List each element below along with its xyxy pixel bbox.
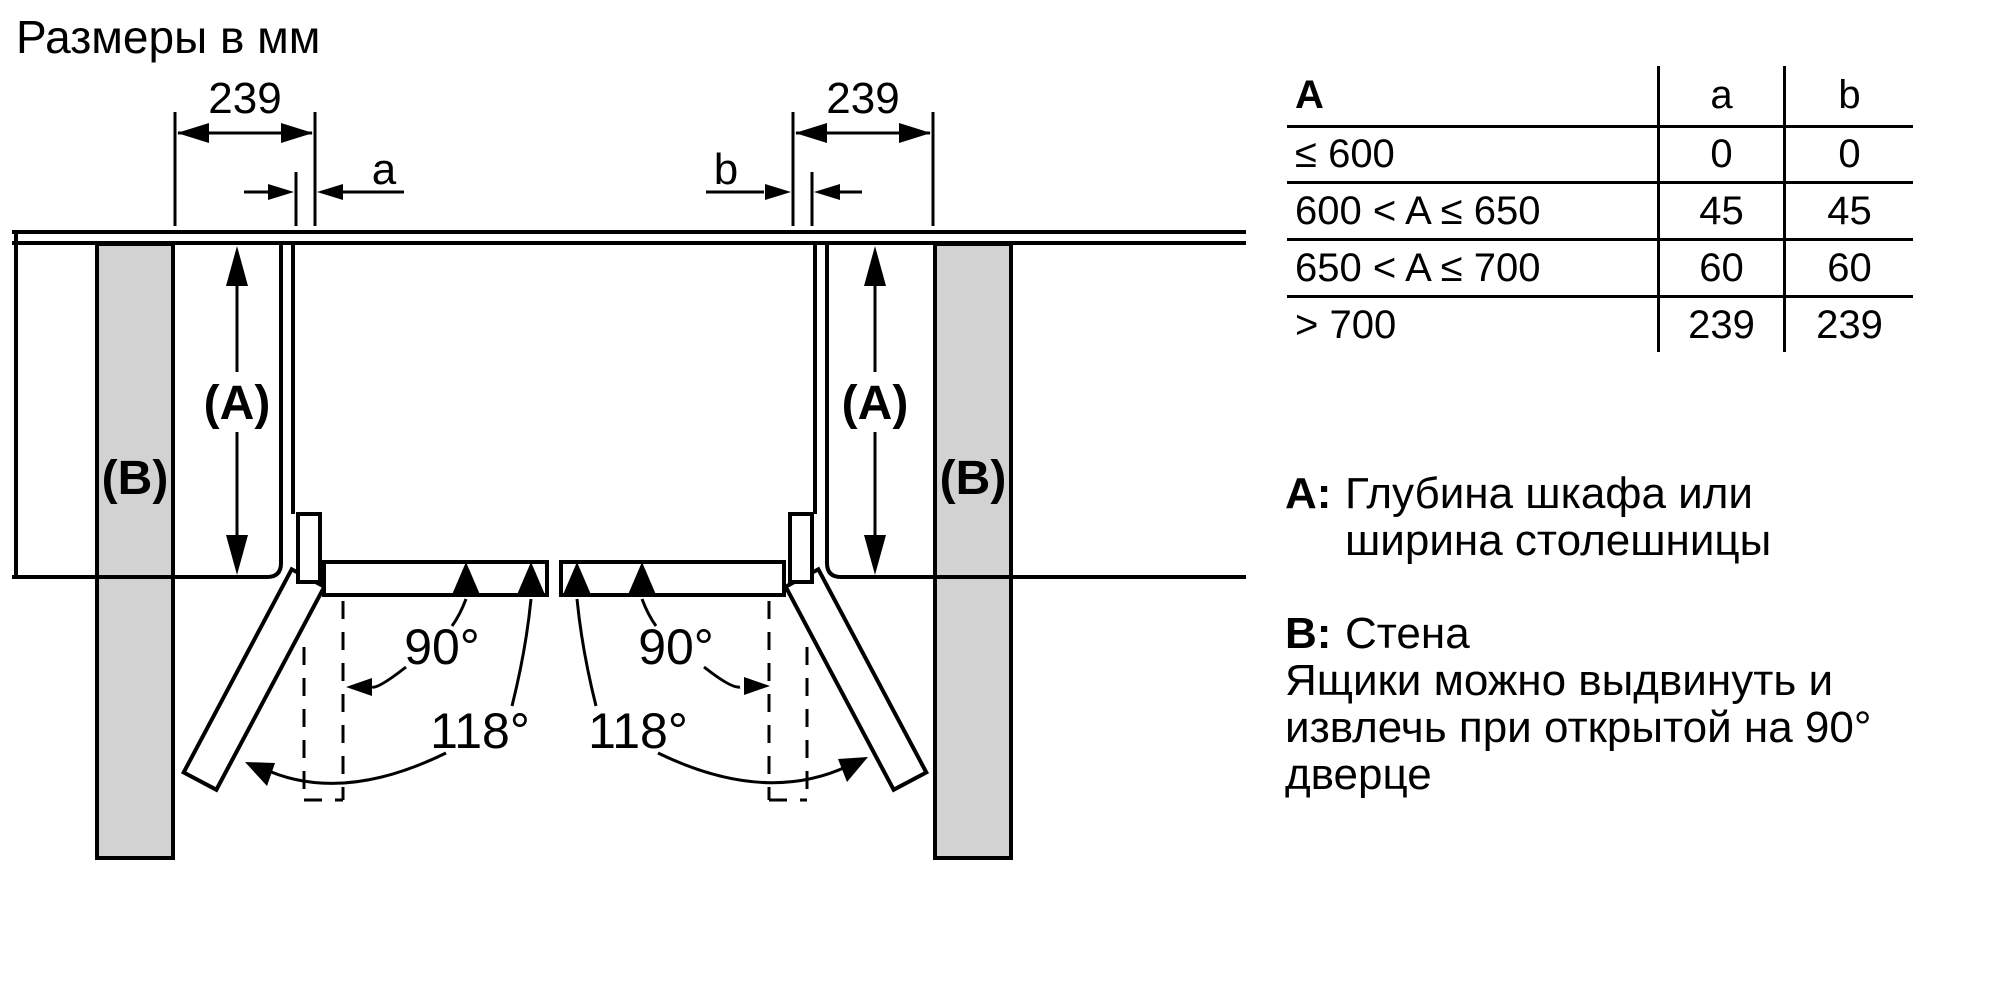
wall-label-right: (B): [940, 452, 1007, 505]
dimension-b: [706, 172, 862, 226]
arrow-90-left: [346, 665, 407, 696]
legend-b-line: B: Стена: [1285, 610, 1470, 657]
legend-note-line1: Ящики можно выдвинуть и: [1285, 656, 1834, 705]
cabinet-label-right: (A): [842, 377, 909, 430]
arrow-90-right: [703, 665, 770, 695]
gap-a-label: a: [372, 145, 397, 194]
legend-b-key: B:: [1285, 609, 1332, 658]
door-90deg-dashed-left: [302, 601, 345, 802]
cabinet-left-outline: [12, 244, 283, 579]
angle-118-left-label: 118°: [430, 703, 530, 759]
angle-118-right-label: 118°: [588, 703, 688, 759]
legend-note-line2: извлечь при открытой на 90°: [1285, 703, 1872, 752]
depth-arrow-left: [226, 246, 248, 575]
wall-strip-right: [933, 242, 1013, 860]
table-cell-b: 45: [1783, 184, 1913, 241]
table-cell-range: ≤ 600: [1287, 128, 1657, 184]
installation-diagram: 239 239 a b (A) (A) (B) (B) 90° 90° 118°…: [12, 74, 1246, 860]
table-cell-a: 60: [1657, 241, 1783, 298]
table-header-a: a: [1657, 66, 1783, 128]
table-cell-a: 45: [1657, 184, 1783, 241]
legend-note-line3: дверце: [1285, 750, 1432, 799]
hinge-block-left: [296, 512, 322, 584]
table-cell-a: 239: [1657, 298, 1783, 352]
table-cell-range: 650 < A ≤ 700: [1287, 241, 1657, 298]
closed-door-left: [322, 560, 549, 597]
arc-118-right: [657, 751, 868, 785]
clearance-table: A a b ≤ 600 0 0 600 < A ≤ 650 45 45 650 …: [1287, 66, 1913, 352]
dim-239-left-label: 239: [208, 74, 281, 123]
arc-118-left: [245, 751, 447, 786]
table-cell-b: 239: [1783, 298, 1913, 352]
angle-90-right-label: 90°: [638, 619, 714, 675]
table-cell-b: 0: [1783, 128, 1913, 184]
wall-label-left: (B): [102, 452, 169, 505]
back-wall-lines: [12, 230, 1246, 245]
door-angle-leaders: [450, 562, 658, 707]
dimension-239-right: [791, 112, 935, 226]
table-cell-a: 0: [1657, 128, 1783, 184]
page-title: Размеры в мм: [16, 11, 321, 63]
legend-a-line1: A: Глубина шкафа или: [1285, 470, 1753, 517]
legend-a-line2: ширина столешницы: [1285, 517, 1771, 564]
table-header-b: b: [1783, 66, 1913, 128]
angle-90-left-label: 90°: [404, 619, 480, 675]
legend-b-text: Стена: [1345, 609, 1470, 658]
hinge-block-right: [788, 512, 814, 584]
cabinet-right-outline: [825, 244, 1246, 579]
dimension-a: [244, 172, 404, 226]
dimension-239-left: [173, 112, 317, 226]
depth-arrow-right: [864, 246, 886, 575]
table-cell-range: > 700: [1295, 302, 1397, 347]
gap-b-label: b: [714, 145, 738, 194]
legend-a-text1: Глубина шкафа или: [1345, 469, 1754, 518]
legend-a-text2: ширина столешницы: [1345, 516, 1772, 565]
table-header-A: A: [1287, 66, 1657, 128]
closed-door-right: [559, 560, 786, 597]
legend-a-key: A:: [1285, 469, 1332, 518]
dim-239-right-label: 239: [826, 74, 899, 123]
table-cell-range: 600 < A ≤ 650: [1287, 184, 1657, 241]
table-cell-b: 60: [1783, 241, 1913, 298]
door-90deg-dashed-right: [767, 601, 809, 802]
cabinet-label-left: (A): [204, 377, 271, 430]
wall-strip-left: [95, 242, 175, 860]
